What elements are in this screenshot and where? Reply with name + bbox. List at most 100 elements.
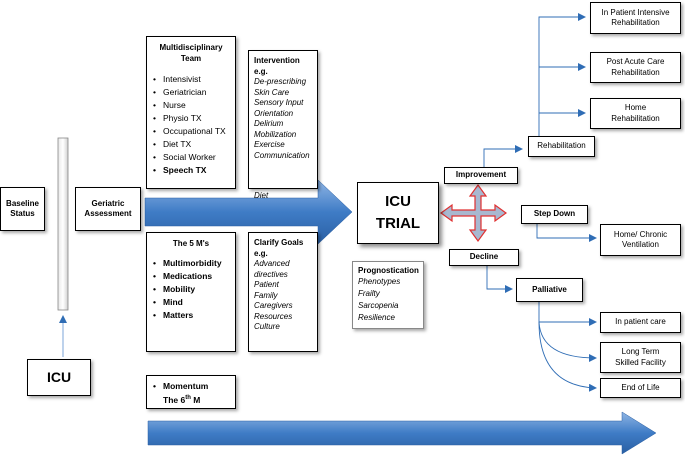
four-way-arrow (439, 183, 508, 243)
intervention-title: Intervention (254, 56, 300, 65)
inpatient-rehab-line2: Rehabilitation (611, 18, 660, 27)
clarify-item: directives (254, 269, 288, 279)
icu-box: ICU (27, 359, 91, 396)
icu-trial-line2: TRIAL (375, 215, 421, 232)
inpatient-care-label: In patient care (615, 317, 666, 327)
connector-palliative-endoflife (538, 321, 597, 392)
momentum-line2: The 6 (163, 394, 186, 405)
intervention-list: De-prescribing Skin Care Sensory Input O… (254, 77, 313, 161)
post-acute-box: Post Acute Care Rehabilitation (590, 52, 681, 83)
intervention-item: Sensory Input (254, 98, 304, 107)
step-down-box: Step Down (521, 205, 588, 224)
clarify-item: Patient (254, 280, 279, 289)
geriatric-assessment-box: Geriatric Assessment (75, 187, 141, 231)
team-item: Speech TX (152, 164, 230, 177)
home-chronic-line1: Home/ Chronic (613, 229, 668, 239)
intervention-item: Skin Care (254, 87, 290, 97)
team-item: Nurse (152, 99, 230, 112)
long-term-line2: Skilled Facility (615, 357, 666, 367)
clarify-item: Resources (254, 311, 293, 321)
momentum-line1: Momentum (163, 381, 209, 391)
intervention-item: De-prescribing (254, 77, 307, 86)
intervention-item: Communication (254, 150, 310, 160)
home-chronic-box: Home/ Chronic Ventilation (600, 224, 681, 256)
prognostication-item: Resilience (358, 313, 395, 322)
intervention-box: Intervention e.g. De-prescribing Skin Ca… (248, 50, 318, 189)
prognostication-title: Prognostication (358, 266, 419, 275)
home-chronic-line2: Ventilation (622, 240, 659, 249)
baseline-line1: Baseline (6, 198, 39, 208)
clarify-goals-box: Clarify Goals e.g. Advanced directives P… (248, 232, 318, 352)
connector-palliative-inpatient (538, 302, 597, 326)
decline-label: Decline (469, 252, 499, 262)
connector-decline-palliative (486, 266, 513, 293)
connector-improvement-rehab (483, 145, 523, 167)
home-rehab-box: Home Rehabilitation (590, 98, 681, 129)
team-item: Occupational TX (152, 125, 230, 138)
momentum-sup: th (185, 395, 191, 401)
end-of-life-box: End of Life (600, 378, 681, 398)
geriatric-line2: Assessment (84, 209, 132, 218)
step-down-label: Step Down (533, 209, 576, 219)
improvement-box: Improvement (444, 167, 518, 184)
rehabilitation-box: Rehabilitation (528, 136, 595, 157)
connector-palliative-longterm (538, 321, 597, 362)
clarify-title: Clarify Goals (254, 238, 304, 247)
prognostication-box: Prognostication Phenotypes Frailty Sarco… (352, 261, 424, 329)
home-rehab-line1: Home (624, 103, 647, 113)
rehabilitation-label: Rehabilitation (537, 141, 586, 151)
five-ms-item: Mobility (152, 283, 230, 296)
timeline-pillar (57, 137, 69, 311)
five-ms-item: Mind (152, 296, 230, 309)
icu-trial-box: ICU TRIAL (357, 182, 439, 244)
inpatient-rehab-box: In Patient Intensive Rehabilitation (590, 2, 681, 34)
palliative-box: Palliative (516, 278, 583, 302)
five-ms-item: Medications (152, 270, 230, 283)
intervention-item: Exercise (254, 140, 285, 149)
team-item: Social Worker (152, 151, 230, 164)
intervention-item: Delirium (254, 119, 284, 128)
main-blue-arrow (144, 179, 353, 245)
improvement-label: Improvement (455, 170, 507, 180)
five-ms-item: Multimorbidity (152, 257, 230, 270)
end-of-life-label: End of Life (621, 382, 660, 392)
icu-label: ICU (46, 369, 72, 386)
bottom-blue-arrow (147, 411, 657, 455)
inpatient-care-box: In patient care (600, 312, 681, 333)
long-term-line1: Long Term (621, 347, 660, 357)
inpatient-rehab-line1: In Patient Intensive (601, 7, 670, 17)
long-term-box: Long Term Skilled Facility (600, 342, 681, 373)
prognostication-list: Phenotypes Frailty Sarcopenia Resilience (358, 276, 419, 324)
five-ms-title: The 5 M's (172, 239, 210, 248)
geriatric-line1: Geriatric (91, 198, 125, 208)
five-ms-list: Multimorbidity Medications Mobility Mind… (152, 257, 230, 322)
intervention-item: Mobilization (254, 129, 297, 139)
team-item: Intensivist (152, 73, 230, 86)
palliative-label: Palliative (532, 284, 567, 294)
five-ms-box: The 5 M's Multimorbidity Medications Mob… (146, 232, 236, 352)
multidisciplinary-team-box: Multidisciplinary Team Intensivist Geria… (146, 36, 236, 189)
team-item: Geriatrician (152, 86, 230, 99)
clarify-item: Advanced (254, 259, 290, 268)
intervention-item: Orientation (254, 108, 294, 118)
team-title-line1: Multidisciplinary (159, 43, 223, 52)
clarify-eg: e.g. (254, 249, 268, 258)
decline-box: Decline (449, 249, 519, 266)
clarify-item: Family (254, 290, 278, 300)
baseline-line2: Status (10, 209, 35, 218)
connector-stepdown-chronic (536, 224, 597, 242)
team-title-line2: Team (180, 54, 202, 63)
prognostication-item: Sarcopenia (358, 301, 399, 310)
intervention-eg: e.g. (254, 67, 268, 76)
momentum-line2-end: M (190, 394, 201, 405)
home-rehab-line2: Rehabilitation (611, 113, 660, 123)
post-acute-line1: Post Acute Care (606, 57, 665, 67)
connector-rehab-inpatient (538, 13, 586, 136)
team-item: Physio TX (152, 112, 230, 125)
prognostication-item: Phenotypes (358, 277, 401, 286)
icu-trial-line1: ICU (385, 193, 411, 210)
baseline-status-box: Baseline Status (0, 187, 45, 231)
clarify-item: Culture (254, 322, 280, 331)
team-item: Diet TX (152, 138, 230, 151)
